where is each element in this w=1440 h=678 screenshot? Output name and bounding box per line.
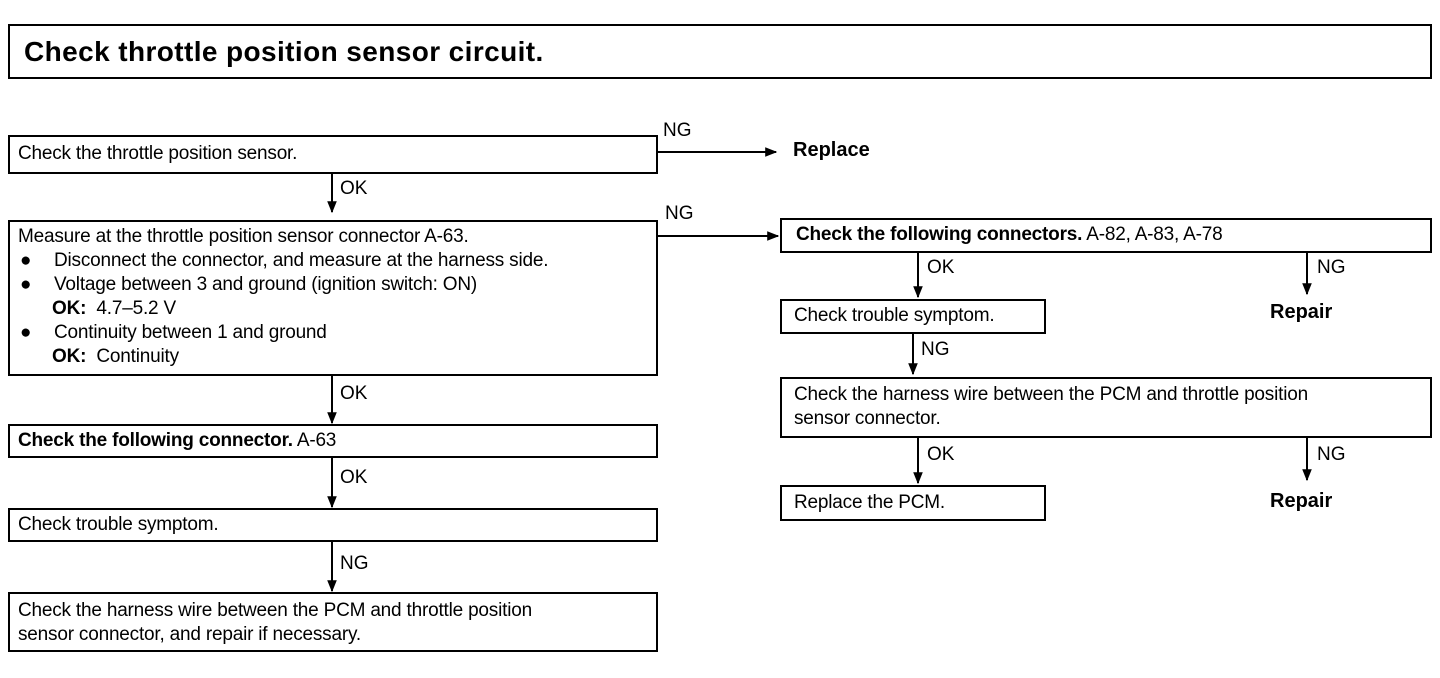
- step-check-sensor: Check the throttle position sensor.: [8, 135, 658, 174]
- measure-bullet-1-text: Disconnect the connector, and measure at…: [54, 250, 549, 271]
- label-right-ok-1: OK: [927, 257, 955, 278]
- measure-bullet-1: ● Disconnect the connector, and measure …: [18, 249, 648, 273]
- check-harness-line1: Check the harness wire between the PCM a…: [18, 600, 532, 621]
- bullet-icon: ●: [20, 322, 32, 343]
- check-connectors-ids: A-82, A-83, A-78: [1082, 224, 1223, 245]
- step-measure-connector: Measure at the throttle position sensor …: [8, 220, 658, 376]
- check-connectors-bold: Check the following connectors.: [796, 224, 1083, 245]
- step-check-harness-right: Check the harness wire between the PCM a…: [780, 377, 1432, 438]
- step-check-symptom: Check trouble symptom.: [8, 508, 658, 542]
- check-connector-id: A-63: [292, 430, 337, 451]
- measure-bullet-3: ● Continuity between 1 and ground: [18, 321, 648, 345]
- step-check-connector: Check the following connector. A-63: [8, 424, 658, 458]
- step-check-harness: Check the harness wire between the PCM a…: [8, 592, 658, 652]
- bullet-icon: ●: [20, 250, 32, 271]
- label-right-ng-2: NG: [921, 339, 950, 360]
- step-check-symptom-right: Check trouble symptom.: [780, 299, 1046, 334]
- label-ng-3: NG: [340, 553, 369, 574]
- bullet-icon: ●: [20, 274, 32, 295]
- step-check-sensor-text: Check the throttle position sensor.: [18, 143, 298, 164]
- label-ok-1: OK: [340, 178, 368, 199]
- check-symptom-right-text: Check trouble symptom.: [794, 305, 995, 326]
- ok-prefix: OK:: [52, 298, 87, 319]
- check-connector-bold: Check the following connector.: [18, 430, 293, 451]
- label-ok-3: OK: [340, 467, 368, 488]
- measure-heading: Measure at the throttle position sensor …: [18, 226, 469, 247]
- check-harness-line2: sensor connector, and repair if necessar…: [18, 624, 361, 645]
- step-replace-pcm: Replace the PCM.: [780, 485, 1046, 521]
- label-ng-2: NG: [665, 203, 694, 224]
- label-right-ng-1: NG: [1317, 257, 1346, 278]
- measure-bullet-2-text: Voltage between 3 and ground (ignition s…: [54, 274, 478, 295]
- label-right-ng-3: NG: [1317, 444, 1346, 465]
- measure-bullet-3-text: Continuity between 1 and ground: [54, 322, 327, 343]
- label-ok-2: OK: [340, 383, 368, 404]
- step-check-connectors-right: Check the following connectors. A-82, A-…: [780, 218, 1432, 253]
- measure-bullet-2: ● Voltage between 3 and ground (ignition…: [18, 273, 648, 297]
- replace-pcm-text: Replace the PCM.: [794, 492, 945, 513]
- result-repair-1: Repair: [1270, 301, 1333, 323]
- page-title: Check throttle position sensor circuit.: [8, 24, 1432, 79]
- check-harness-right-line1: Check the harness wire between the PCM a…: [794, 384, 1308, 405]
- measure-ok-voltage: OK: 4.7–5.2 V: [18, 297, 648, 321]
- ok-continuity-value: Continuity: [96, 346, 179, 367]
- label-right-ok-2: OK: [927, 444, 955, 465]
- result-replace: Replace: [793, 139, 870, 161]
- label-ng-1: NG: [663, 120, 692, 141]
- result-repair-2: Repair: [1270, 490, 1333, 512]
- check-harness-right-line2: sensor connector.: [794, 408, 941, 429]
- check-symptom-text: Check trouble symptom.: [18, 514, 219, 535]
- ok-voltage-value: 4.7–5.2 V: [96, 298, 176, 319]
- measure-ok-continuity: OK: Continuity: [18, 345, 648, 369]
- ok-prefix: OK:: [52, 346, 87, 367]
